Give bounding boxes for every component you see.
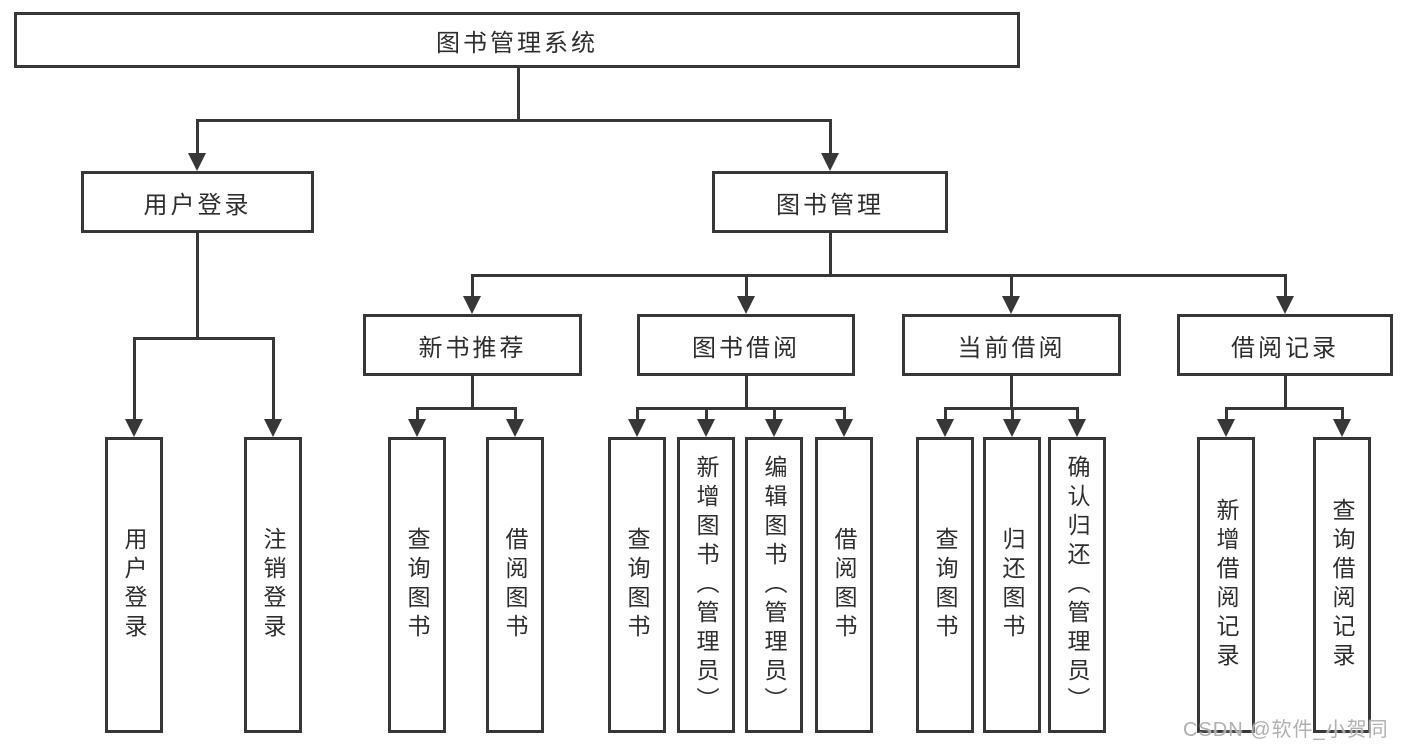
connector-line — [635, 407, 846, 410]
connector-line — [415, 407, 517, 410]
arrowhead-down-icon — [264, 419, 282, 437]
connector-line — [744, 274, 748, 298]
node-book-borrow: 图书借阅 — [637, 314, 855, 376]
connector-line — [635, 407, 639, 421]
leaf-borrow-books-recommend: 借阅图书 — [486, 437, 544, 733]
node-book-management: 图书管理 — [712, 171, 948, 233]
arrowhead-down-icon — [125, 419, 143, 437]
node-library-system: 图书管理系统 — [14, 12, 1020, 68]
connector-line — [704, 407, 708, 421]
leaf-query-borrow-record: 查询借阅记录 — [1313, 437, 1371, 733]
connector-line — [1283, 376, 1287, 410]
arrowhead-down-icon — [408, 419, 426, 437]
arrowhead-down-icon — [737, 296, 755, 314]
connector-line — [513, 407, 517, 421]
connector-line — [744, 376, 748, 410]
leaf-query-books-current: 查询图书 — [916, 437, 974, 733]
connector-line — [470, 274, 1287, 277]
leaf-add-borrow-record: 新增借阅记录 — [1197, 437, 1255, 733]
connector-line — [828, 233, 832, 277]
csdn-watermark: CSDN @软件_小贺同学 — [1183, 719, 1389, 741]
arrowhead-down-icon — [697, 419, 715, 437]
connector-line — [1009, 376, 1013, 410]
leaf-query-books-borrow: 查询图书 — [608, 437, 666, 733]
leaf-edit-book-admin: 编辑图书（管理员） — [745, 437, 803, 733]
connector-line — [842, 407, 846, 421]
connector-line — [1340, 407, 1344, 421]
arrowhead-down-icon — [506, 419, 524, 437]
connector-line — [470, 274, 474, 298]
connector-line — [1283, 274, 1287, 298]
connector-line — [1010, 407, 1014, 421]
connector-line — [1224, 407, 1228, 421]
connector-line — [132, 337, 136, 421]
connector-line — [415, 407, 419, 421]
arrowhead-down-icon — [628, 419, 646, 437]
connector-line — [1224, 407, 1344, 410]
arrowhead-down-icon — [765, 419, 783, 437]
node-current-borrow: 当前借阅 — [902, 314, 1121, 376]
leaf-query-books-recommend: 查询图书 — [388, 437, 446, 733]
arrowhead-down-icon — [936, 419, 954, 437]
connector-line — [828, 119, 832, 155]
connector-line — [1009, 274, 1013, 298]
arrowhead-down-icon — [188, 153, 206, 171]
arrowhead-down-icon — [821, 153, 839, 171]
connector-line — [772, 407, 776, 421]
node-borrow-records: 借阅记录 — [1177, 314, 1393, 376]
arrowhead-down-icon — [1217, 419, 1235, 437]
connector-line — [195, 119, 199, 155]
arrowhead-down-icon — [1333, 419, 1351, 437]
connector-line — [195, 233, 199, 340]
connector-line — [132, 337, 275, 340]
connector-line — [271, 337, 275, 421]
arrowhead-down-icon — [1276, 296, 1294, 314]
leaf-return-book: 归还图书 — [983, 437, 1041, 733]
arrowhead-down-icon — [835, 419, 853, 437]
arrowhead-down-icon — [1068, 419, 1086, 437]
leaf-user-login: 用户登录 — [105, 437, 163, 733]
leaf-logout: 注销登录 — [244, 437, 302, 733]
arrowhead-down-icon — [1002, 296, 1020, 314]
leaf-confirm-return-admin: 确认归还（管理员） — [1048, 437, 1106, 733]
connector-line — [195, 119, 832, 122]
arrowhead-down-icon — [463, 296, 481, 314]
leaf-add-book-admin: 新增图书（管理员） — [677, 437, 735, 733]
connector-line — [943, 407, 947, 421]
connector-line — [516, 66, 520, 122]
arrowhead-down-icon — [1003, 419, 1021, 437]
node-new-book-recommend: 新书推荐 — [363, 314, 582, 376]
node-user-login: 用户登录 — [81, 171, 314, 233]
connector-line — [470, 376, 474, 410]
connector-line — [1075, 407, 1079, 421]
leaf-borrow-books: 借阅图书 — [815, 437, 873, 733]
